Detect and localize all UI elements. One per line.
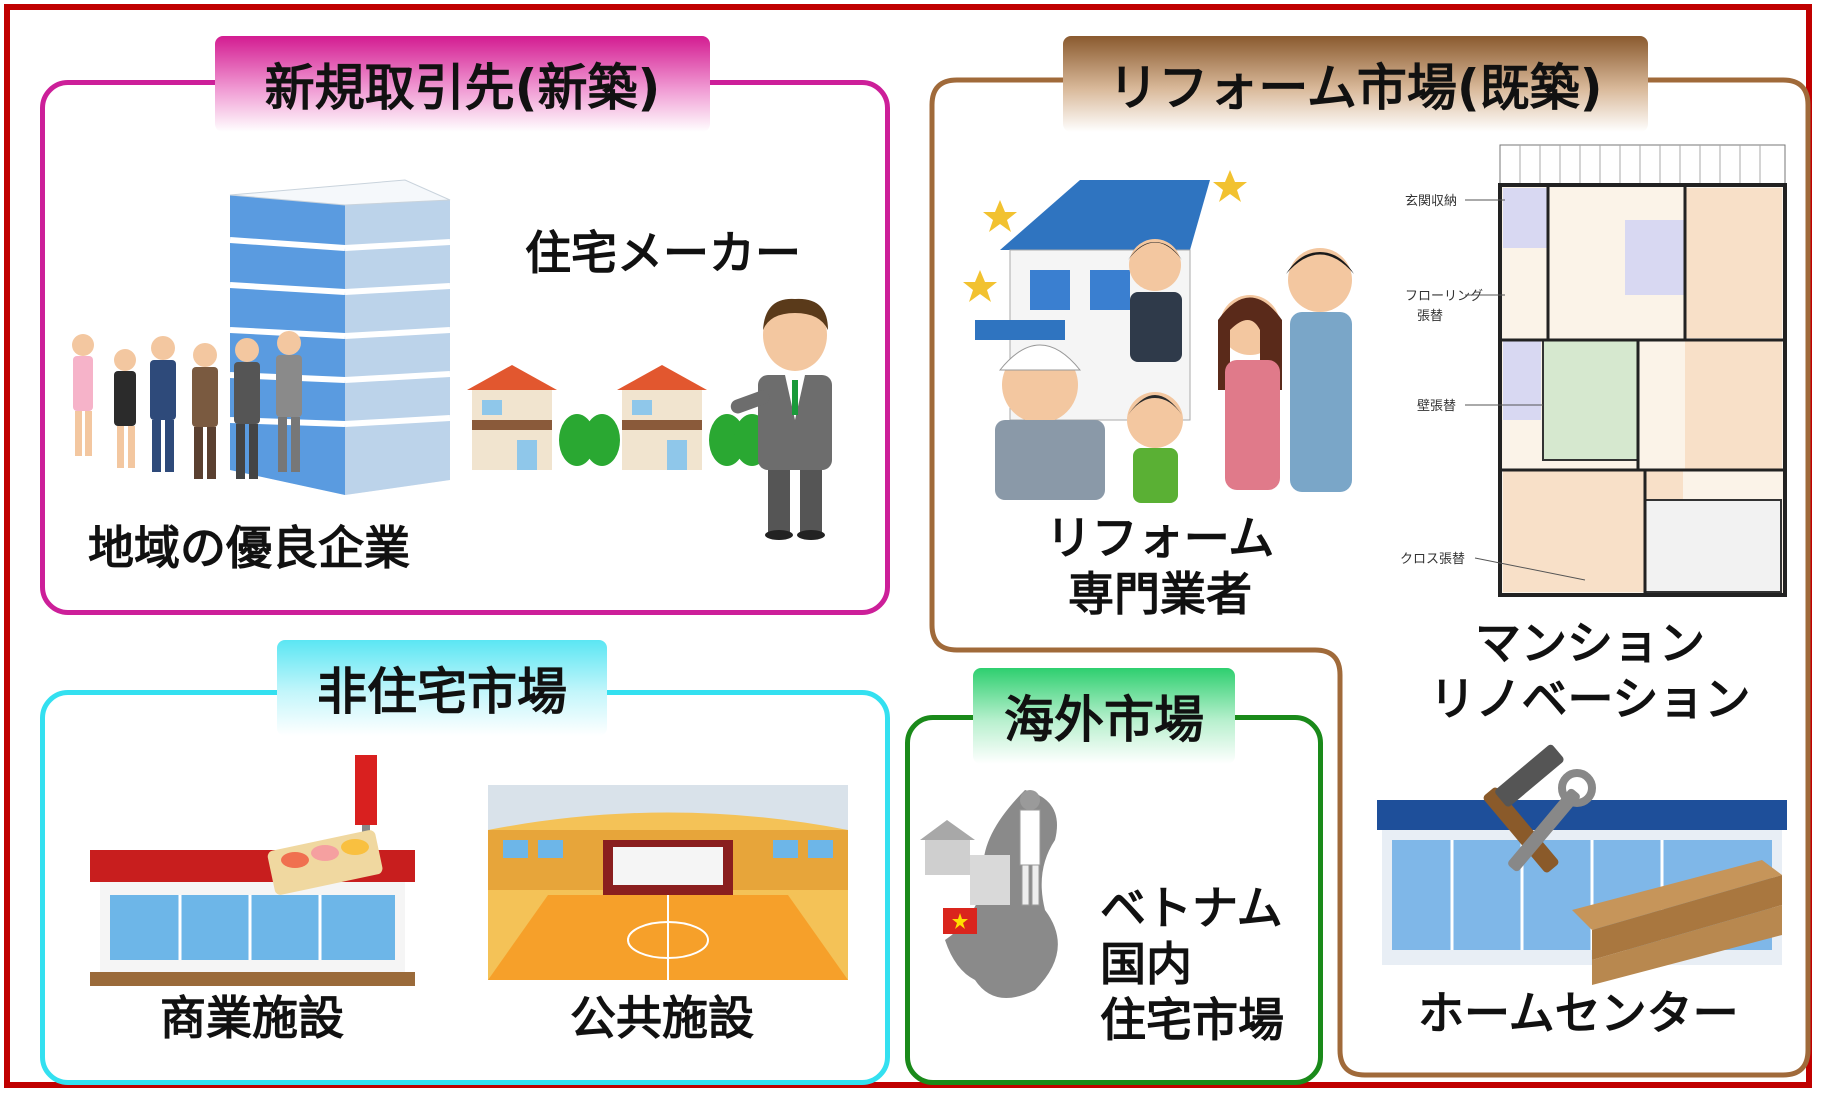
- home-center-illustration: [1377, 744, 1787, 985]
- vietnam-flag-icon: [943, 908, 977, 934]
- note-flooring: フローリング: [1405, 289, 1483, 304]
- label-homecenter-text: ホームセンター: [1418, 986, 1739, 1040]
- building-models: [920, 820, 1010, 905]
- commercial-facility-illustration: [90, 755, 415, 986]
- non-residential-title: 非住宅市場: [277, 640, 607, 736]
- new-build-title-text: 新規取引先(新築): [264, 59, 661, 117]
- tools-icon: [1483, 744, 1596, 873]
- label-commercial: 商業施設: [160, 990, 344, 1046]
- vietnam-illustration: [920, 790, 1058, 998]
- note-cloth-replace: クロス張替: [1400, 552, 1465, 567]
- salesman-illustration: [730, 298, 832, 540]
- label-specialists-line2: 専門業者: [1068, 567, 1252, 622]
- label-specialists: リフォーム 専門業者: [1020, 510, 1300, 622]
- note-entrance-storage: 玄関収納: [1405, 194, 1457, 209]
- label-homecenter: ホームセンター: [1418, 985, 1739, 1041]
- label-overseas: ベトナム 国内 住宅市場: [1100, 880, 1284, 1048]
- floorplan-illustration: 玄関収納 フローリング 張替 壁張替 クロス張替: [1400, 144, 1787, 597]
- label-specialists-line1: リフォーム: [1045, 511, 1275, 565]
- label-makers-text: 住宅メーカー: [525, 226, 801, 280]
- label-mansion-line1: マンション: [1475, 616, 1705, 670]
- note-replace: 張替: [1417, 309, 1443, 324]
- office-building-illustration: [72, 179, 451, 495]
- label-public-text: 公共施設: [570, 991, 754, 1045]
- non-residential-title-text: 非住宅市場: [317, 663, 567, 721]
- new-build-title: 新規取引先(新築): [215, 36, 710, 132]
- label-companies: 地域の優良企業: [88, 520, 410, 576]
- sushi-tray: [267, 830, 383, 895]
- overseas-title: 海外市場: [973, 668, 1235, 764]
- label-mansion: マンション リノベーション: [1395, 615, 1785, 727]
- reform-title-text: リフォーム市場(既築): [1108, 59, 1603, 117]
- houses-illustration: [467, 365, 770, 470]
- label-overseas-line1: ベトナム: [1100, 881, 1283, 935]
- reform-title: リフォーム市場(既築): [1063, 36, 1648, 132]
- label-companies-text: 地域の優良企業: [88, 521, 410, 575]
- overseas-title-text: 海外市場: [1004, 691, 1204, 749]
- public-facility-illustration: [488, 785, 848, 980]
- label-public: 公共施設: [570, 990, 754, 1046]
- note-wall-replace: 壁張替: [1417, 399, 1456, 414]
- label-commercial-text: 商業施設: [160, 991, 344, 1045]
- office-workers: [72, 331, 302, 479]
- reform-house-illustration: [963, 170, 1354, 503]
- label-overseas-line3: 住宅市場: [1100, 993, 1284, 1048]
- label-makers: 住宅メーカー: [525, 225, 801, 281]
- label-overseas-line2: 国内: [1100, 937, 1192, 992]
- label-mansion-line2: リノベーション: [1429, 672, 1751, 727]
- businessman-figure: [1019, 790, 1041, 906]
- lumber-stack: [1572, 860, 1782, 985]
